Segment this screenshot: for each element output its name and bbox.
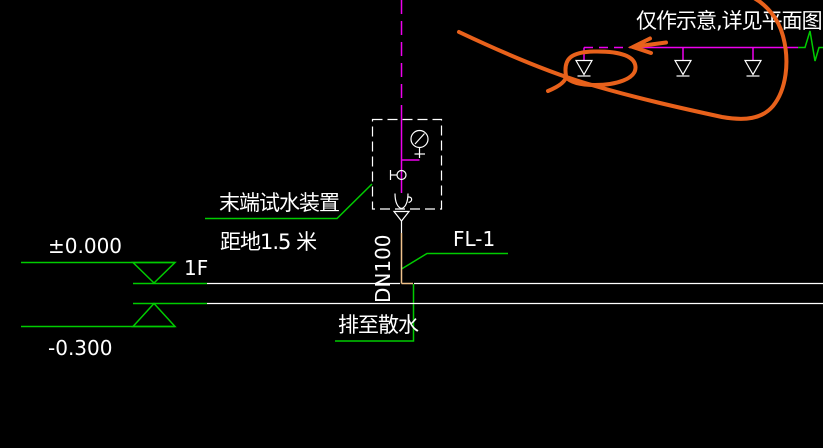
floor-label: 1F bbox=[184, 256, 208, 280]
freehand-arrow-icon bbox=[627, 36, 668, 55]
funnel-icon bbox=[394, 193, 413, 210]
freehand-loop bbox=[546, 49, 638, 93]
pipe-size-label: DN100 bbox=[371, 234, 395, 303]
sprinkler-icon bbox=[673, 59, 693, 77]
structure-layer bbox=[207, 59, 823, 305]
freehand-markup-layer bbox=[457, 0, 789, 121]
dimension-layer bbox=[21, 30, 823, 342]
device-label-leader bbox=[205, 183, 373, 220]
device-height-label: 距地1.5 米 bbox=[220, 230, 317, 254]
pressure-gauge-icon bbox=[410, 129, 429, 158]
freehand-curve bbox=[457, 0, 789, 121]
level-lower-label: -0.300 bbox=[48, 336, 112, 360]
level-marker-lower-icon bbox=[21, 302, 177, 328]
sprinkler-icon bbox=[743, 59, 763, 77]
level-upper-label: ±0.000 bbox=[48, 234, 122, 258]
device-label: 末端试水装置 bbox=[219, 191, 339, 215]
drain-point-icon bbox=[392, 210, 411, 233]
fl1-label-leader bbox=[401, 252, 508, 270]
fl1-label: FL-1 bbox=[453, 227, 495, 251]
sprinkler-icon bbox=[574, 59, 594, 77]
device-box bbox=[371, 118, 443, 210]
test-valve-icon bbox=[389, 169, 407, 181]
level-marker-upper-icon bbox=[21, 261, 177, 285]
note-top-right-label: 仅作示意,详见平面图 bbox=[636, 9, 822, 33]
drain-pipe-layer bbox=[400, 233, 413, 285]
pipe-break-icon bbox=[798, 30, 823, 62]
discharge-label: 排至散水 bbox=[338, 313, 419, 337]
